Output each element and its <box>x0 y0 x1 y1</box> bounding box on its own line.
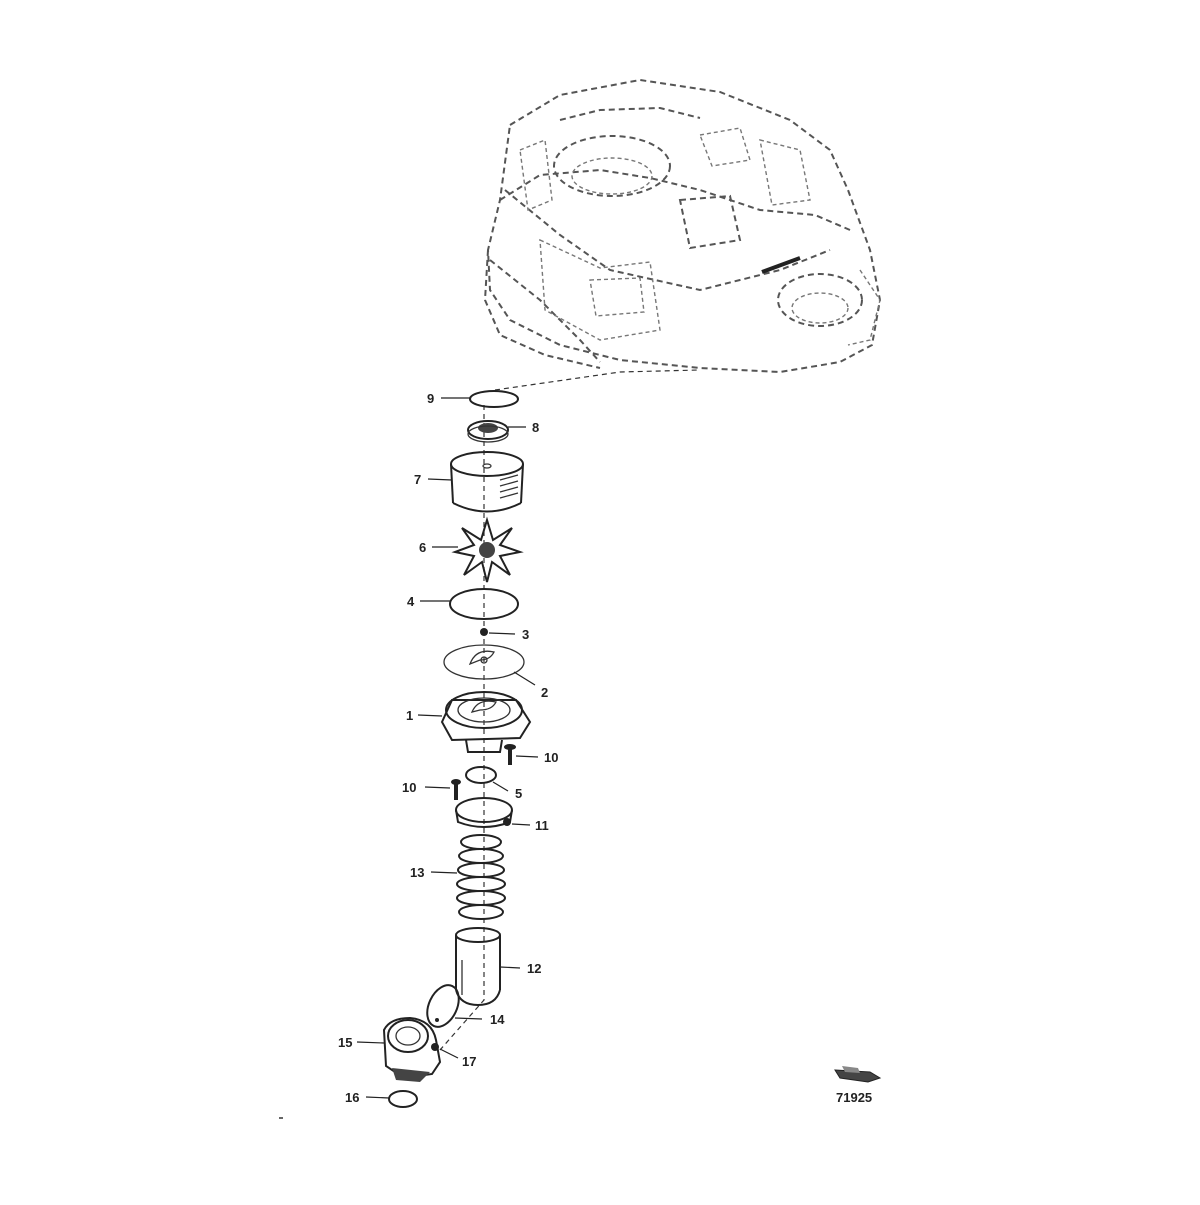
gasket-14 <box>426 984 460 1028</box>
pump-base-1 <box>440 691 532 753</box>
seal-8 <box>467 420 509 443</box>
wear-plate-2 <box>443 644 525 680</box>
o-ring-16 <box>388 1090 418 1108</box>
assembly-axis-line <box>439 369 701 1051</box>
screw-17 <box>431 1043 439 1051</box>
gasket-4 <box>449 588 519 620</box>
callout-labels: 9 8 7 6 4 3 2 1 10 5 10 11 13 12 14 15 1… <box>338 391 558 1105</box>
clamp-11 <box>455 797 513 828</box>
gearcase-housing <box>483 78 882 374</box>
callout-10-upper: 10 <box>544 750 558 765</box>
spring-13 <box>456 834 506 920</box>
callout-11: 11 <box>535 818 549 833</box>
figure-id: 71925 <box>836 1090 872 1105</box>
callout-13: 13 <box>410 865 424 880</box>
callout-3: 3 <box>522 627 529 642</box>
callout-17: 17 <box>462 1054 476 1069</box>
callout-7: 7 <box>414 472 421 487</box>
boat-orientation-icon <box>834 1066 882 1083</box>
leader-lines <box>356 397 539 1099</box>
callout-16: 16 <box>345 1090 359 1105</box>
callout-4: 4 <box>407 594 415 609</box>
o-ring-9 <box>469 390 519 408</box>
drive-key-3 <box>480 628 488 636</box>
callout-9: 9 <box>427 391 434 406</box>
callout-14: 14 <box>490 1012 505 1027</box>
sleeve-tube-12 <box>455 927 501 1007</box>
water-inlet-15 <box>382 1016 442 1082</box>
impeller-6 <box>451 516 524 583</box>
callout-6: 6 <box>419 540 426 555</box>
callout-10-lower: 10 <box>402 780 416 795</box>
callout-2: 2 <box>541 685 548 700</box>
o-ring-5 <box>465 766 497 784</box>
bolt-10-lower <box>451 779 461 800</box>
bolt-10-upper <box>504 744 516 765</box>
callout-8: 8 <box>532 420 539 435</box>
callout-5: 5 <box>515 786 522 801</box>
callout-12: 12 <box>527 961 541 976</box>
callout-15: 15 <box>338 1035 352 1050</box>
pump-body-7 <box>450 451 524 513</box>
callout-1: 1 <box>406 708 413 723</box>
